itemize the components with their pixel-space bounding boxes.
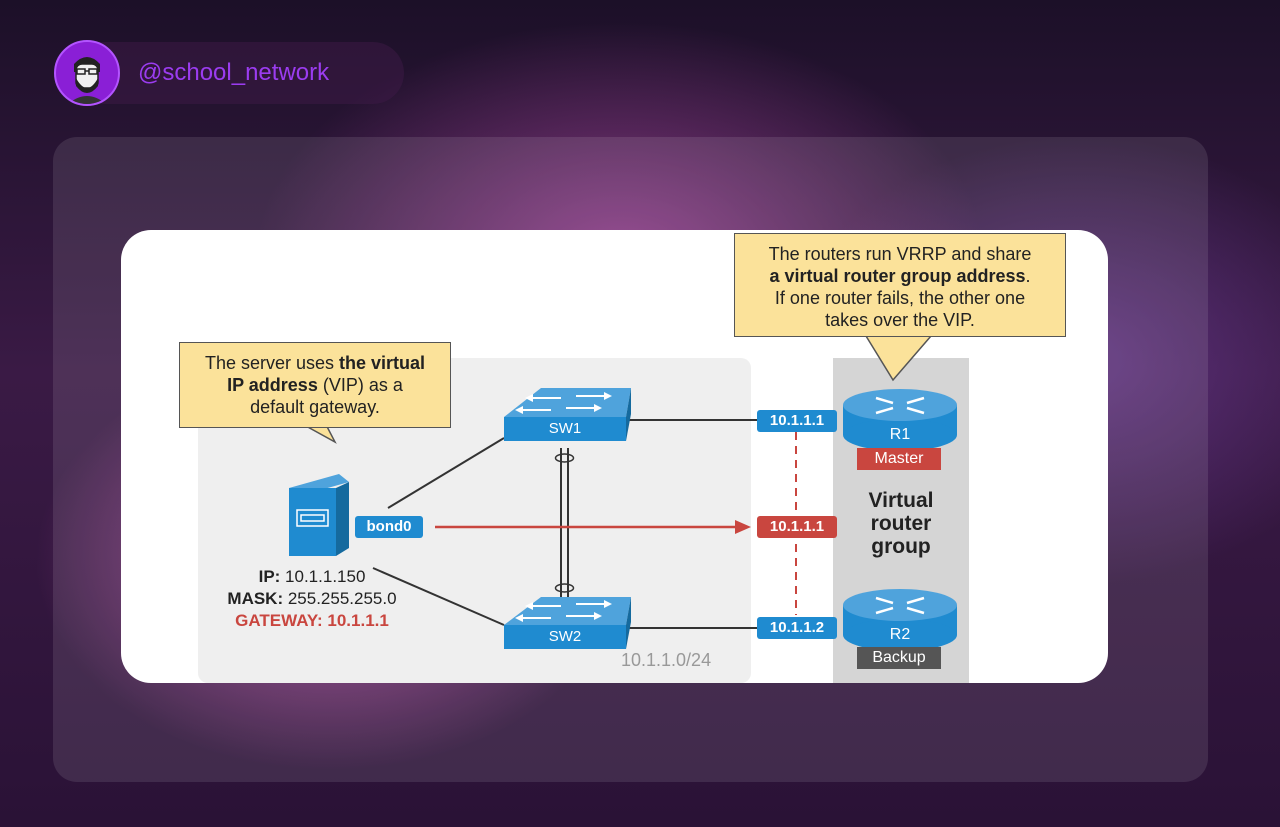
server-icon xyxy=(289,474,349,556)
server-mask-label: MASK: xyxy=(227,589,284,608)
profile-header: @school_network xyxy=(54,40,404,106)
r2-status-badge: Backup xyxy=(857,647,941,669)
r2-label: R2 xyxy=(889,626,911,643)
callout-server-l1b: the virtual xyxy=(339,353,426,373)
callout-server-l2b: (VIP) as a xyxy=(317,375,403,395)
vip-ip-tag: 10.1.1.1 xyxy=(757,516,837,538)
router-r1-icon xyxy=(843,389,957,451)
router-group-l3: group xyxy=(871,535,931,558)
server-ip-value: 10.1.1.150 xyxy=(280,567,366,586)
callout-routers-l1: The routers run VRRP and share xyxy=(768,244,1032,264)
callout-server: The server uses the virtual IP address (… xyxy=(179,342,451,428)
link-server-sw1 xyxy=(387,437,505,509)
router-group-l1: Virtual xyxy=(868,489,934,512)
profile-pill xyxy=(74,42,404,104)
router-group-l2: router xyxy=(870,512,932,535)
callout-routers-l3: If one router fails, the other one xyxy=(774,288,1026,308)
bond-interface-tag: bond0 xyxy=(355,516,423,538)
gateway-arrowhead xyxy=(735,520,751,534)
switch-sw2-icon xyxy=(504,597,631,649)
server-info: IP: 10.1.1.150 MASK: 255.255.255.0 GATEW… xyxy=(201,566,423,632)
router-r2-icon xyxy=(843,589,957,651)
callout-routers: The routers run VRRP and share a virtual… xyxy=(734,233,1066,337)
r2-ip-tag: 10.1.1.2 xyxy=(757,617,837,639)
profile-handle[interactable]: @school_network xyxy=(138,59,330,86)
callout-server-l2a: IP address xyxy=(227,375,318,395)
sw1-label: SW1 xyxy=(548,420,582,437)
callout-server-l3: default gateway. xyxy=(250,397,380,417)
server-ip-label: IP: xyxy=(258,567,281,586)
server-gateway: GATEWAY: 10.1.1.1 xyxy=(235,611,389,630)
trunk-ring-bottom xyxy=(554,583,575,593)
server-mask-value: 255.255.255.0 xyxy=(283,589,397,608)
subnet-label: 10.1.1.0/24 xyxy=(621,650,712,670)
link-server-sw2 xyxy=(372,567,505,626)
bearded-man-avatar-icon[interactable] xyxy=(54,40,120,106)
callout-routers-l4: takes over the VIP. xyxy=(825,310,975,330)
callout-server-l1a: The server uses xyxy=(204,353,340,373)
r1-ip-tag: 10.1.1.1 xyxy=(757,410,837,432)
sw2-label: SW2 xyxy=(548,628,582,645)
diagram-canvas xyxy=(198,335,969,683)
trunk-ring-top xyxy=(554,453,575,463)
callout-routers-l2: a virtual router group address xyxy=(769,266,1026,286)
vrrp-diagram: The server uses the virtual IP address (… xyxy=(121,230,1108,683)
r1-label: R1 xyxy=(889,426,911,443)
router-group-label: Virtual router group xyxy=(833,489,969,558)
switch-sw1-icon xyxy=(504,388,631,441)
r1-status-badge: Master xyxy=(857,448,941,470)
callout-routers-l2-end: . xyxy=(1025,266,1031,286)
